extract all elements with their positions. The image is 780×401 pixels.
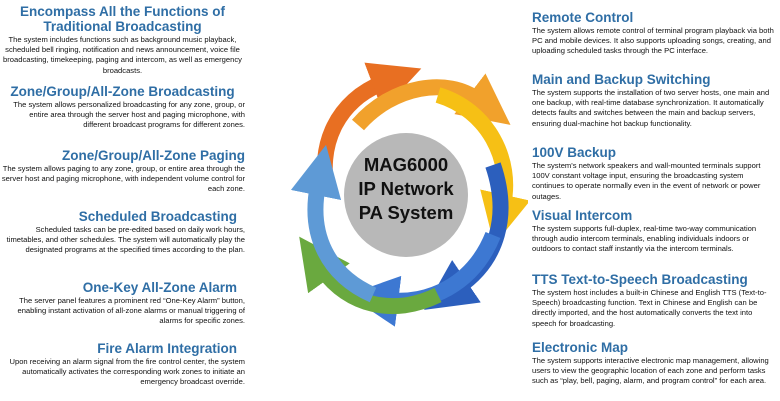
- pinwheel-diagram: MAG6000 IP Network PA System: [290, 62, 528, 327]
- feature-desc: The system includes functions such as ba…: [3, 35, 242, 75]
- arrow-gold: [351, 73, 511, 131]
- feature-zone-paging: Zone/Group/All-Zone Paging The system al…: [0, 148, 245, 195]
- feature-tts-broadcasting: TTS Text-to-Speech Broadcasting The syst…: [532, 272, 778, 329]
- hub-line-1: MAG6000: [364, 154, 448, 175]
- feature-desc: The system allows remote control of term…: [532, 26, 774, 56]
- feature-title: Fire Alarm Integration: [97, 341, 237, 356]
- feature-scheduled-broadcasting: Scheduled Broadcasting Scheduled tasks c…: [0, 209, 245, 256]
- feature-electronic-map: Electronic Map The system supports inter…: [532, 340, 778, 387]
- feature-one-key-alarm: One-Key All-Zone Alarm The server panel …: [0, 280, 245, 327]
- feature-fire-alarm: Fire Alarm Integration Upon receiving an…: [0, 341, 245, 388]
- feature-title: Encompass All the Functions of Tradition…: [19, 4, 226, 34]
- feature-title: One-Key All-Zone Alarm: [82, 280, 237, 295]
- hub-line-3: PA System: [359, 202, 454, 223]
- feature-desc: The system allows paging to any zone, gr…: [1, 164, 245, 194]
- feature-remote-control: Remote Control The system allows remote …: [532, 10, 778, 57]
- feature-desc: Scheduled tasks can be pre-edited based …: [6, 225, 245, 255]
- feature-desc: The system supports the installation of …: [532, 88, 770, 128]
- feature-title: TTS Text-to-Speech Broadcasting: [532, 272, 748, 287]
- feature-title: Electronic Map: [532, 340, 629, 355]
- feature-title: Zone/Group/All-Zone Paging: [62, 148, 245, 163]
- feature-visual-intercom: Visual Intercom The system supports full…: [532, 208, 778, 255]
- feature-title: Scheduled Broadcasting: [78, 209, 237, 224]
- feature-title: Remote Control: [532, 10, 634, 25]
- hub-circle: [344, 133, 468, 257]
- feature-desc: Upon receiving an alarm signal from the …: [9, 357, 245, 387]
- feature-title: Main and Backup Switching: [532, 72, 711, 87]
- feature-title: 100V Backup: [532, 145, 617, 160]
- feature-desc: The system allows personalized broadcast…: [13, 100, 245, 130]
- arrow-light-blue: [290, 144, 377, 303]
- feature-100v-backup: 100V Backup The system's network speaker…: [532, 145, 778, 202]
- feature-title: Zone/Group/All-Zone Broadcasting: [10, 84, 235, 99]
- hub-line-2: IP Network: [358, 178, 454, 199]
- feature-desc: The server panel features a prominent re…: [17, 296, 245, 326]
- feature-zone-broadcasting: Zone/Group/All-Zone Broadcasting The sys…: [0, 84, 245, 131]
- feature-desc: The system supports full-duplex, real-ti…: [532, 224, 757, 254]
- feature-desc: The system's network speakers and wall-m…: [532, 161, 761, 201]
- feature-desc: The system supports interactive electron…: [532, 356, 769, 386]
- feature-title: Visual Intercom: [532, 208, 633, 223]
- arrow-green: [299, 236, 442, 315]
- feature-desc: The system host includes a built-in Chin…: [532, 288, 767, 328]
- feature-traditional-broadcasting: Encompass All the Functions of Tradition…: [0, 4, 245, 76]
- feature-main-backup: Main and Backup Switching The system sup…: [532, 72, 778, 129]
